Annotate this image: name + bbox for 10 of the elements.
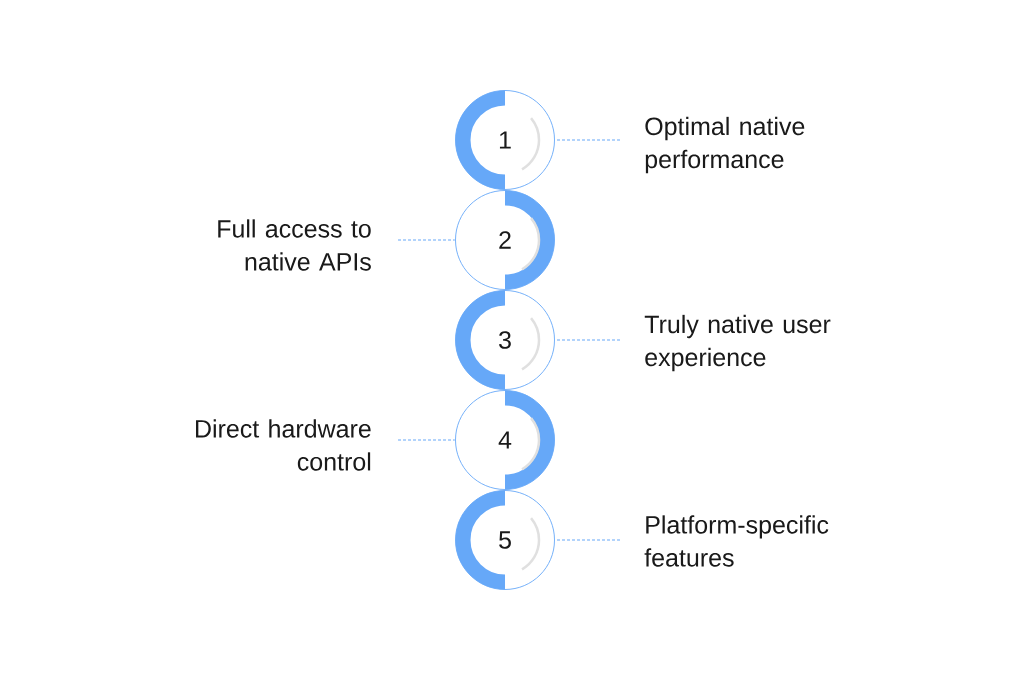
feature-label: Truly native user experience <box>644 314 831 372</box>
leader-line <box>554 339 621 341</box>
feature-label: Platform-specific features <box>644 515 829 567</box>
feature-label: Full access to native APIs <box>218 219 371 271</box>
feature-label: Direct hardware control <box>196 419 371 471</box>
feature-label: Optimal native performance <box>645 116 805 174</box>
leader-line <box>554 139 621 141</box>
leader-line <box>397 439 456 441</box>
leader-line <box>397 239 456 241</box>
leader-line <box>554 539 621 541</box>
